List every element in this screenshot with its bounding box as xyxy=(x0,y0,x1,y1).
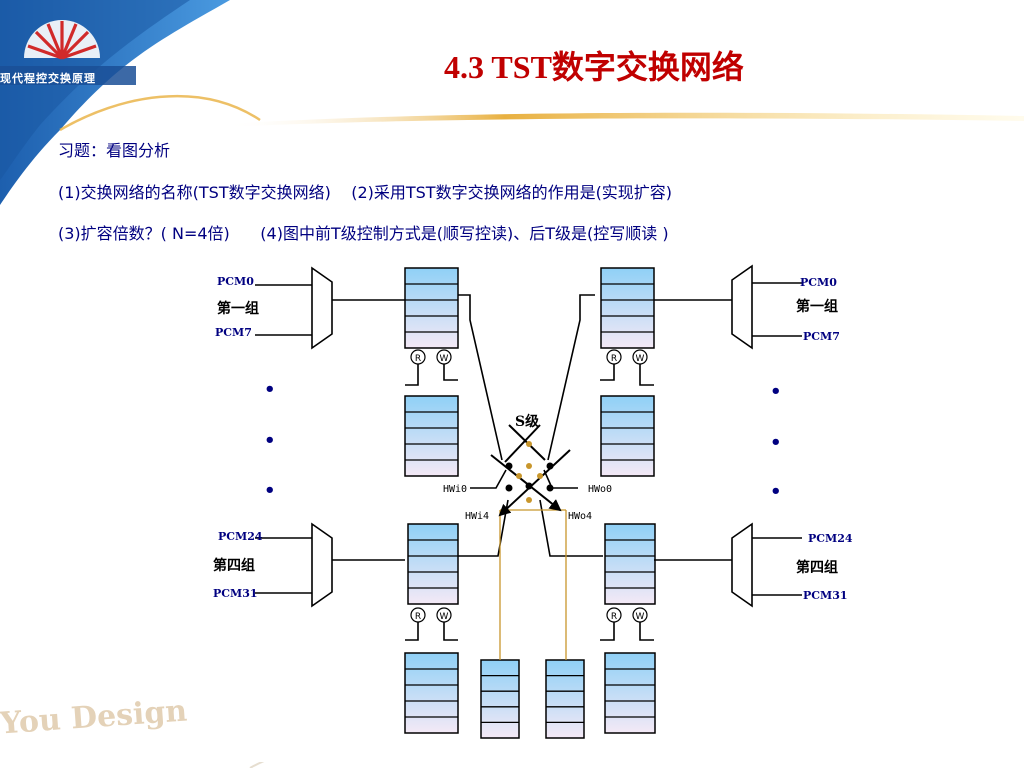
s-stage-label: S级 xyxy=(515,413,540,430)
wiring xyxy=(332,294,732,641)
bl-memory xyxy=(407,523,459,605)
right-group1-label: 第一组 xyxy=(796,298,838,315)
svg-text:W: W xyxy=(636,354,645,364)
right-pcm24-label: PCM24 xyxy=(808,532,853,545)
left-group4-label: 第四组 xyxy=(213,557,255,574)
right-mux-top xyxy=(731,264,753,350)
write-control-icon-1: W xyxy=(436,349,452,365)
read-write-controls: R W R W R W R W xyxy=(410,349,648,623)
left-pcm24-label: PCM24 xyxy=(218,530,263,543)
right-group4-label: 第四组 xyxy=(796,559,838,576)
right-pcm0-label: PCM0 xyxy=(800,276,837,289)
logo-text: 现代程控交换原理 xyxy=(0,72,96,85)
write-control-icon-3: W xyxy=(436,607,452,623)
right-dot-2: • xyxy=(770,432,782,453)
exercise-line-1: (1)交换网络的名称(TST数字交换网络) (2)采用TST数字交换网络的作用是… xyxy=(58,183,673,202)
left-dot-2: • xyxy=(264,430,276,451)
br-control-memory xyxy=(604,652,656,734)
tr-memory xyxy=(600,267,655,349)
right-dot-3: • xyxy=(770,481,782,502)
left-group1-label: 第一组 xyxy=(217,300,259,317)
read-control-icon-1: R xyxy=(410,349,426,365)
hw-in-4-label: HWi4 xyxy=(465,511,489,522)
left-pcm31-label: PCM31 xyxy=(213,587,258,600)
hw-in-0-label: HWi0 xyxy=(443,484,467,495)
br-memory xyxy=(604,523,656,605)
svg-text:W: W xyxy=(440,612,449,622)
right-dot-1: • xyxy=(770,381,782,402)
hw-out-0-label: HWo0 xyxy=(588,484,612,495)
left-mux-bottom xyxy=(311,522,333,608)
read-control-icon-4: R xyxy=(606,607,622,623)
crosspoint-dots xyxy=(505,462,554,492)
left-dot-3: • xyxy=(264,480,276,501)
s-stage-switch xyxy=(490,424,571,517)
svg-text:R: R xyxy=(611,612,617,622)
tl-memory xyxy=(404,267,459,349)
right-ellipsis: • • • xyxy=(770,381,782,502)
svg-text:W: W xyxy=(636,612,645,622)
exercise-line-2: (3)扩容倍数？( N=4倍) (4)图中前T级控制方式是(顺写控读)、后T级是… xyxy=(58,224,669,243)
write-control-icon-2: W xyxy=(632,349,648,365)
write-control-icon-4: W xyxy=(632,607,648,623)
left-ellipsis: • • • xyxy=(264,379,276,501)
svg-text:R: R xyxy=(415,612,421,622)
shell-logo-icon xyxy=(24,20,100,60)
exercise-heading: 习题：看图分析 xyxy=(58,141,171,160)
read-control-icon-3: R xyxy=(410,607,426,623)
left-dot-1: • xyxy=(264,379,276,400)
right-mux-bottom xyxy=(731,522,753,608)
slide-title: 4.3 TST数字交换网络 xyxy=(444,49,744,85)
right-pcm7-label: PCM7 xyxy=(803,330,840,343)
s-control-memory-1 xyxy=(480,659,520,739)
right-pcm31-label: PCM31 xyxy=(803,589,848,602)
svg-text:R: R xyxy=(611,354,617,364)
read-control-icon-2: R xyxy=(606,349,622,365)
tl-control-memory xyxy=(404,395,459,477)
s-control-memory-2 xyxy=(545,659,585,739)
left-mux-top xyxy=(311,266,333,350)
svg-text:R: R xyxy=(415,354,421,364)
gold-swoosh xyxy=(225,112,1024,127)
svg-text:W: W xyxy=(440,354,449,364)
tr-control-memory xyxy=(600,395,655,477)
bl-control-memory xyxy=(404,652,459,734)
memory-blocks xyxy=(404,267,656,739)
left-pcm0-label: PCM0 xyxy=(217,275,254,288)
hw-out-4-label: HWo4 xyxy=(568,511,592,522)
left-pcm7-label: PCM7 xyxy=(215,326,252,339)
